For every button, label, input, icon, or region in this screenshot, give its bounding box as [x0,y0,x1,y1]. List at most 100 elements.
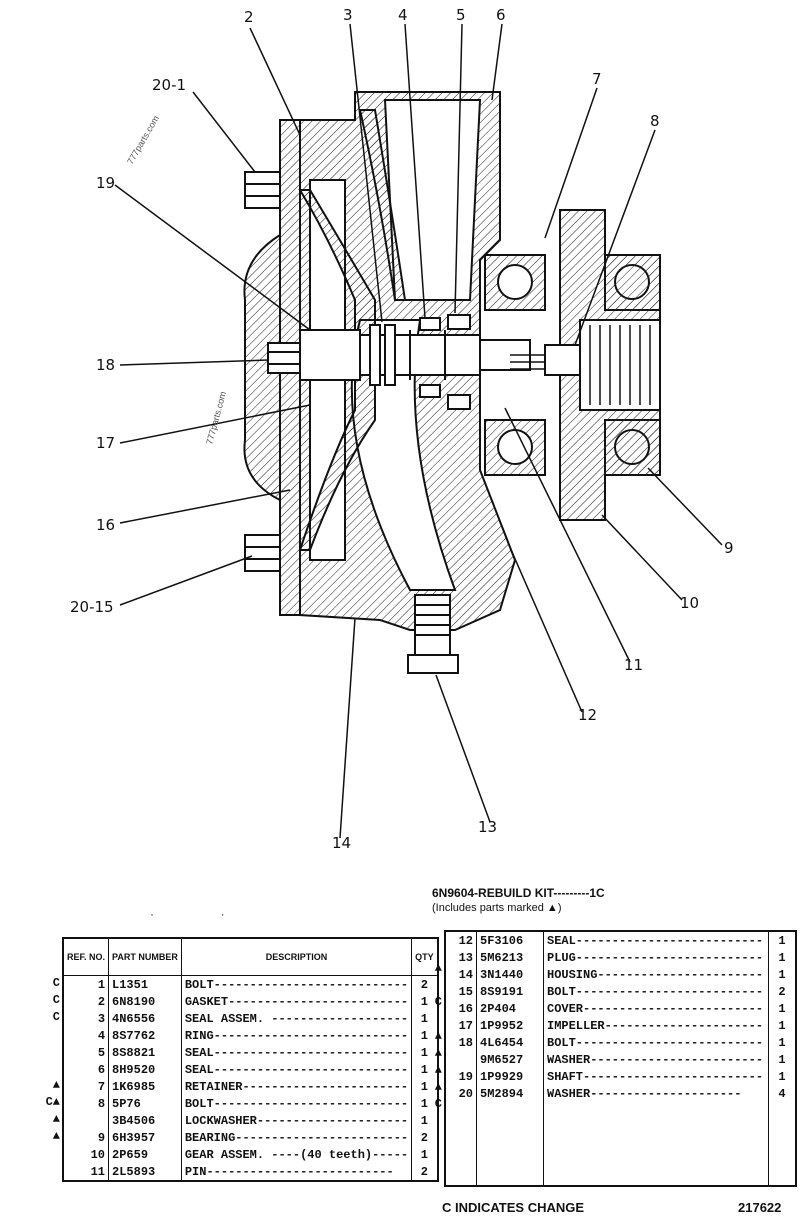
callout-9: 9 [724,539,734,557]
cell-ref: 17 [445,1017,477,1034]
leader-lines [114,23,723,839]
cell-qty: 2 [420,1130,428,1145]
cell-qty: 1 [420,1147,428,1162]
row-mark: C [434,995,442,1009]
callout-16: 16 [96,516,115,534]
cell-pn: 5F3106 [476,931,544,949]
row-mark: C [434,1097,442,1111]
row-mark [38,1043,60,1060]
row-mark [38,1162,60,1179]
row-mark [38,1060,60,1077]
cell-ref: 9 [63,1129,110,1146]
row-mark [420,943,442,960]
cell-ref: 14 [445,966,477,983]
callout-12: 12 [578,706,597,724]
cell-qty: 1 [420,1011,428,1026]
callout-7: 7 [592,70,602,88]
cover-bolt-bottom [244,534,281,572]
cell-ref: 20 [445,1085,477,1102]
callout-19: 19 [96,174,115,192]
rebuild-kit-note: 6N9604-REBUILD KIT---------1C (Includes … [432,886,605,916]
callout-5: 5 [456,6,466,24]
cell-desc: RETAINER----------------------- [181,1078,413,1095]
cell-ref: 8 [63,1095,110,1112]
table-row-empty [445,1102,796,1186]
scan-specks: · · [150,907,225,921]
callout-20-1: 20-1 [152,76,186,94]
row-mark: ▲ [434,1046,442,1060]
cell-ref: 18 [445,1034,477,1051]
cell-pn: 3N1440 [476,966,544,983]
callout-2: 2 [244,8,254,26]
gear-assembly [510,209,661,521]
cell-qty: 1 [420,1079,428,1094]
cell-desc: IMPELLER---------------------- [543,1017,769,1034]
callout-13: 13 [478,818,497,836]
cell-pn: 9M6527 [476,1051,544,1068]
watermarks: 777parts.com 777parts.com [125,114,228,446]
cell-pn: 6H3957 [108,1129,182,1146]
cover-bolt-top [244,171,281,209]
cell-pn: 4L6454 [476,1034,544,1051]
cell-pn: 8S9191 [476,983,544,1000]
row-mark: ▲ [434,1063,442,1077]
cell-ref: 13 [445,949,477,966]
cell-desc: SEAL-------------------------- [543,931,769,949]
cell-desc: HOUSING----------------------- [543,966,769,983]
cell-desc: LOCKWASHER--------------------- [181,1112,413,1129]
cell-desc: GEAR ASSEM. ----(40 teeth)----- [181,1146,413,1163]
cell-ref: 11 [63,1163,110,1181]
cell-ref: 4 [63,1027,110,1044]
cell-desc: SEAL--------------------------- [181,1044,413,1061]
row-mark: C [52,993,60,1007]
cell-qty: 2 [420,1164,428,1179]
cell-ref: 2 [63,993,110,1010]
cell-pn: 1P9952 [476,1017,544,1034]
cell-pn: 1P9929 [476,1068,544,1085]
cell-desc: BOLT-------------------------- [543,983,769,1000]
cell-desc: COVER------------------------- [543,1000,769,1017]
cell-pn: 3B4506 [108,1112,182,1129]
cell-qty: 1 [778,1069,786,1084]
cell-qty: 2 [778,984,786,999]
cell-desc: WASHER------------------------ [543,1051,769,1068]
cell-desc: GASKET------------------------- [181,993,413,1010]
cell-empty [476,1102,544,1186]
seal-assembly [369,314,471,410]
cell-desc: SHAFT------------------------- [543,1068,769,1085]
row-mark [420,1011,442,1028]
cell-qty: 1 [420,1096,428,1111]
cell-pn: 2P404 [476,1000,544,1017]
row-mark: ▲ [434,1029,442,1043]
cell-ref [445,1051,477,1068]
shaft [299,329,531,381]
cell-qty: 1 [778,950,786,965]
callout-11: 11 [624,656,643,674]
cell-empty [445,1102,477,1186]
cell-pn: 8H9520 [108,1061,182,1078]
cell-qty: 1 [778,1018,786,1033]
callout-17: 17 [96,434,115,452]
cell-desc: BOLT-------------------------- [543,1034,769,1051]
callout-labels: 2 3 4 5 6 7 8 20-1 19 18 17 16 20-15 9 1… [70,6,734,852]
col-qty: QTY [411,937,439,976]
cell-pn: 6N8190 [108,993,182,1010]
cell-ref: 7 [63,1078,110,1095]
